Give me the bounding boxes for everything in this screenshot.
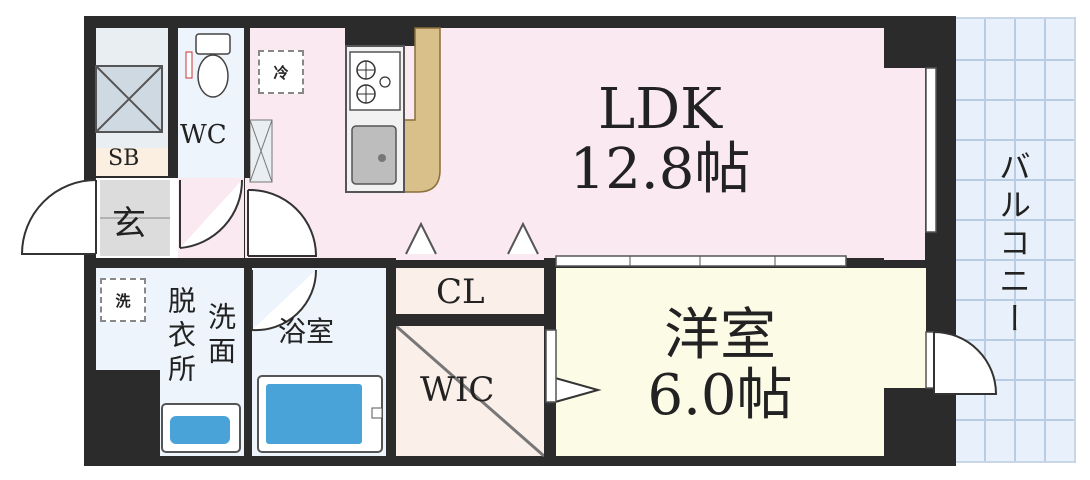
entrance-label: 玄 [112, 204, 146, 244]
ldk-label: LDK 12.8帖 [540, 80, 780, 200]
storage-cross [95, 65, 163, 133]
washroom-label-b: 脱衣所 [164, 286, 197, 388]
wc-label: WC [180, 120, 227, 150]
balcony-label: バルコニー [994, 150, 1032, 340]
ldk-size: 12.8帖 [569, 137, 751, 202]
washer-tag: 洗 [100, 278, 146, 322]
ldk-name: LDK [598, 77, 722, 142]
cl-floor [396, 268, 544, 314]
western-name: 洋室 [664, 303, 776, 368]
western-sliding-doors [555, 255, 847, 267]
cl-doors [405, 221, 539, 255]
sb-shelf [96, 148, 168, 176]
cl-label: CL [436, 272, 485, 312]
western-label: 洋室 6.0帖 [620, 306, 820, 426]
washroom-label-a: 洗面 [204, 302, 237, 370]
western-floor [556, 268, 884, 456]
sb-label: SB [108, 146, 140, 171]
wic-label: WIC [420, 370, 495, 410]
wash-basin [161, 403, 241, 453]
fridge-tag: 冷 [258, 50, 304, 94]
bathtub [257, 375, 383, 453]
kitchen-counter [345, 27, 441, 193]
toilet-fixture [185, 33, 231, 98]
door-swings [20, 179, 998, 406]
western-size: 6.0帖 [647, 363, 793, 428]
bath-label: 浴室 [278, 315, 335, 348]
